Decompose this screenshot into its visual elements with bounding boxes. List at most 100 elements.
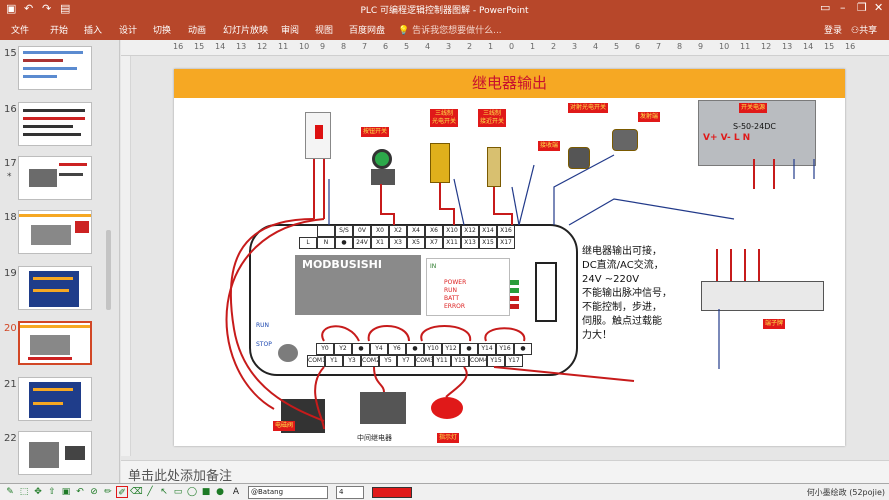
ruler-tick: 0 (509, 42, 515, 51)
terminal: X2 (389, 225, 407, 237)
in-label: IN (430, 263, 437, 270)
title-bar: ▣ ↶ ↷ ▤ PLC 可编程逻辑控制器图解 - PowerPoint ▭ – … (0, 0, 889, 18)
wiring-diagram (225, 154, 815, 430)
tab-home[interactable]: 开始 (50, 26, 69, 36)
tab-review[interactable]: 审阅 (281, 26, 300, 36)
slide-thumbnail[interactable]: 18 (0, 210, 118, 262)
relay-output-note[interactable]: 继电器输出可接， DC直流/AC交流， 24V ~220V 不能输出脉冲信号， … (582, 246, 672, 341)
tab-design[interactable]: 设计 (119, 26, 138, 36)
image-icon[interactable]: ▣ (61, 487, 71, 497)
ruler-tick: 2 (467, 42, 473, 51)
ruler-tick: 9 (320, 42, 326, 51)
share-person-icon: ⚇ (851, 26, 860, 36)
redo-icon[interactable]: ↷ (42, 2, 52, 15)
ellipse-icon[interactable]: ◯ (186, 487, 198, 497)
ruler-tick: 12 (257, 42, 268, 51)
ruler-tick: 6 (383, 42, 389, 51)
potentiometer-knob (278, 344, 298, 362)
font-select[interactable]: @Batang (248, 486, 328, 499)
color-select[interactable] (372, 487, 412, 498)
brush-icon[interactable]: ✏ (104, 487, 112, 497)
terminal: Y17 (505, 355, 523, 367)
start-from-beginning-icon[interactable]: ▤ (60, 2, 71, 15)
thumbnail-image (18, 321, 92, 365)
led-indicator (510, 304, 519, 309)
undo-icon[interactable]: ↶ (24, 2, 34, 15)
restore-icon[interactable]: ❐ (857, 1, 867, 14)
marker-icon[interactable]: ✐ (116, 486, 128, 498)
ruler-tick: 13 (236, 42, 247, 51)
up-icon[interactable]: ⇧ (48, 487, 56, 497)
current-slide[interactable]: 继电器输出 MODBUSISHI IN POWER RUN BATT ERROR… (174, 69, 845, 446)
rectangle-icon[interactable]: ▭ (173, 487, 183, 497)
clear-icon[interactable]: ⊘ (90, 487, 98, 497)
tab-insert[interactable]: 插入 (84, 26, 103, 36)
tab-slideshow[interactable]: 幻灯片放映 (223, 26, 269, 36)
eraser-icon[interactable]: ⌫ (130, 487, 143, 497)
tab-baidu-netdisk[interactable]: 百度网盘 (349, 26, 386, 36)
terminal: Y14 (478, 343, 496, 355)
ruler-tick: 7 (656, 42, 662, 51)
slides-pane-scrollbar[interactable] (106, 230, 111, 310)
arrow-icon[interactable]: ↖ (160, 487, 168, 497)
slide-thumbnail[interactable]: 17 * (0, 156, 118, 208)
ruler-tick: 3 (572, 42, 578, 51)
move-icon[interactable]: ✥ (34, 487, 42, 497)
terminal: S/S (335, 225, 353, 237)
terminal: Y4 (370, 343, 388, 355)
ruler-tick: 8 (341, 42, 347, 51)
slide-thumbnail[interactable]: 15 (0, 46, 118, 98)
tab-file[interactable]: 文件 (11, 26, 30, 36)
text-icon[interactable]: A (232, 487, 240, 497)
pen-icon[interactable]: ✎ (6, 487, 14, 497)
led-indicator (510, 280, 519, 285)
terminal: N (317, 237, 335, 249)
terminal: ● (406, 343, 424, 355)
slide-thumbnail-active[interactable]: 20 (0, 321, 118, 373)
ruler-tick: 14 (215, 42, 226, 51)
line-icon[interactable]: ╱ (147, 487, 153, 497)
push-button (372, 149, 392, 169)
minimize-icon[interactable]: – (840, 1, 846, 14)
terminal: Y0 (316, 343, 334, 355)
circuit-breaker (305, 112, 331, 159)
label-psu: 开关电源 (739, 103, 768, 113)
ruler-tick: 7 (362, 42, 368, 51)
tab-animations[interactable]: 动画 (188, 26, 207, 36)
ruler-tick: 16 (845, 42, 856, 51)
ruler-tick: 13 (782, 42, 793, 51)
terminal: 24V (353, 237, 371, 249)
slide-thumbnail[interactable]: 21 (0, 377, 118, 429)
terminal: X15 (479, 237, 497, 249)
tell-me-search[interactable]: 💡 告诉我您想要做什么... (398, 26, 502, 36)
close-icon[interactable]: ✕ (874, 1, 884, 14)
ruler-tick: 10 (719, 42, 730, 51)
share-button[interactable]: ⚇共享 (851, 26, 878, 36)
save-icon[interactable]: ▣ (6, 2, 17, 15)
slide-title[interactable]: 继电器输出 (174, 69, 845, 98)
slide-thumbnail[interactable]: 22 (0, 431, 118, 483)
psu-model: S-50-24DC (733, 122, 776, 131)
filled-rect-icon[interactable]: ■ (201, 487, 211, 497)
tab-view[interactable]: 视图 (315, 26, 334, 36)
select-icon[interactable]: ⬚ (19, 487, 29, 497)
undo-draw-icon[interactable]: ↶ (76, 487, 84, 497)
terminal: X7 (425, 237, 443, 249)
notes-pane[interactable]: 单击此处添加备注 (121, 460, 889, 484)
terminal: X10 (443, 225, 461, 237)
size-select[interactable]: 4 (336, 486, 364, 499)
tab-transitions[interactable]: 切换 (153, 26, 172, 36)
slide-thumbnail[interactable]: 16 (0, 102, 118, 154)
run-stop-switch: RUN STOP (256, 322, 272, 348)
ribbon-display-icon[interactable]: ▭ (820, 1, 831, 14)
ruler-tick: 11 (740, 42, 751, 51)
login-link[interactable]: 登录 (824, 26, 843, 36)
slide-thumbnail[interactable]: 19 (0, 266, 118, 318)
status-text: 何小墨绘政 (52pojie) (806, 488, 885, 497)
thumbnail-image (18, 431, 92, 475)
filled-ellipse-icon[interactable]: ● (216, 487, 224, 497)
terminal: X4 (407, 225, 425, 237)
lightbulb-icon: 💡 (398, 26, 413, 36)
